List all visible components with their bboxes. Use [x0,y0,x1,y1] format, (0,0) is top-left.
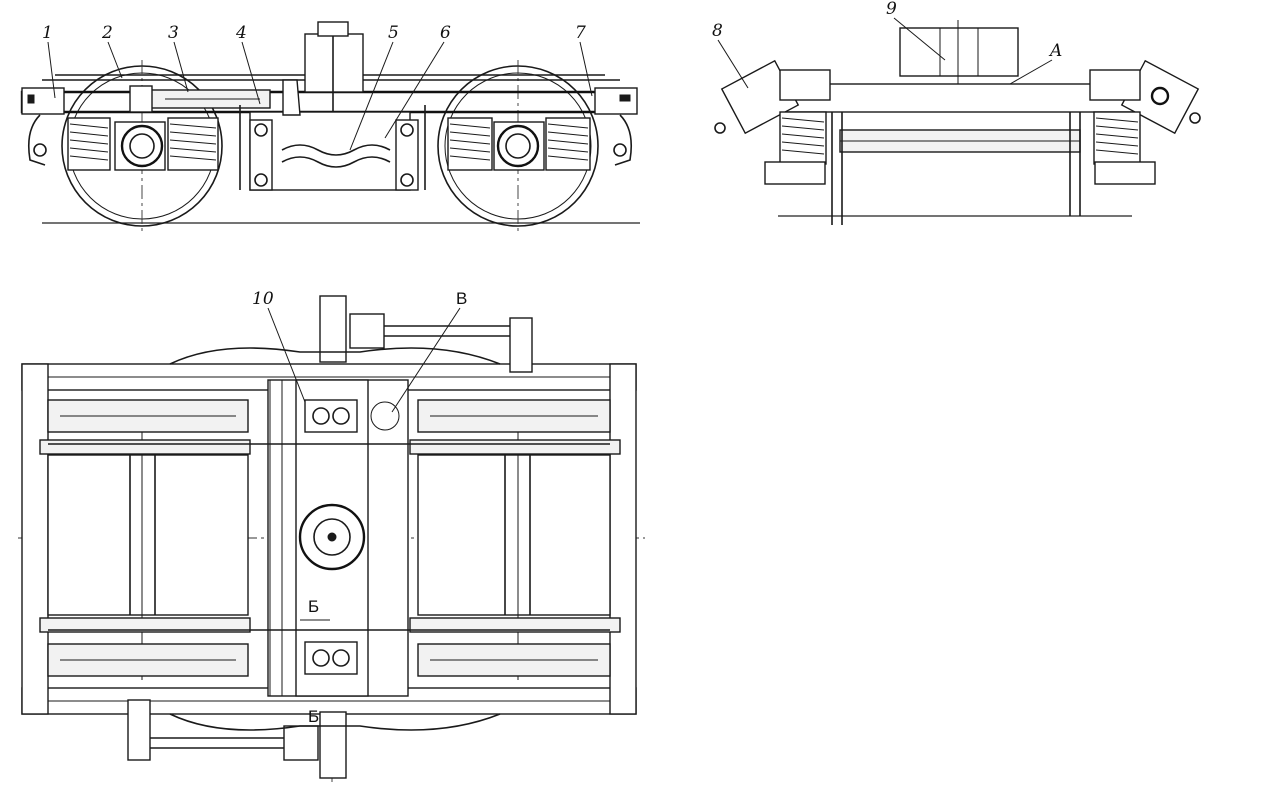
plan-view-labels: 10 В Б Б [252,289,467,726]
label-4: 4 [235,23,247,43]
plan-view-traction-rod-bottom [127,699,347,779]
end-view-frame-beam [769,83,1151,113]
end-view-labels: 8 9 A [712,0,1062,89]
label-b-bottom: Б [308,707,319,726]
end-view-pivot-housing [899,27,1019,77]
end-view-spring-left [779,111,827,165]
label-8: 8 [712,21,723,41]
side-view-spring-set-left [67,117,219,171]
label-2: 2 [101,23,113,43]
label-b-top: Б [308,597,319,616]
side-view-brake-cylinder [129,85,271,113]
label-v: В [456,289,467,308]
plan-view-end-beam-right [609,363,637,715]
side-view-labels: 1 2 3 4 5 6 7 [42,23,593,151]
plan-view-wheelset-left [39,399,251,680]
plan-view [18,295,645,782]
plan-view-traction-rod-top [319,295,533,373]
label-1: 1 [42,23,53,43]
label-7: 7 [575,23,586,43]
plan-view-center-pivot [298,503,366,571]
plan-view-wheelset-right [409,399,621,680]
plan-view-bolster [267,379,409,697]
side-view [20,21,640,232]
label-3: 3 [168,23,179,43]
side-view-spring-set-right [447,117,591,171]
label-10: 10 [252,289,274,309]
label-9: 9 [886,0,897,19]
plan-view-end-beam-left [21,363,49,715]
label-6: 6 [440,23,451,43]
end-view [714,20,1201,225]
label-5: 5 [388,23,399,43]
label-a: A [1048,41,1062,61]
side-view-bolster [239,21,426,191]
end-view-spring-right [1093,111,1141,165]
